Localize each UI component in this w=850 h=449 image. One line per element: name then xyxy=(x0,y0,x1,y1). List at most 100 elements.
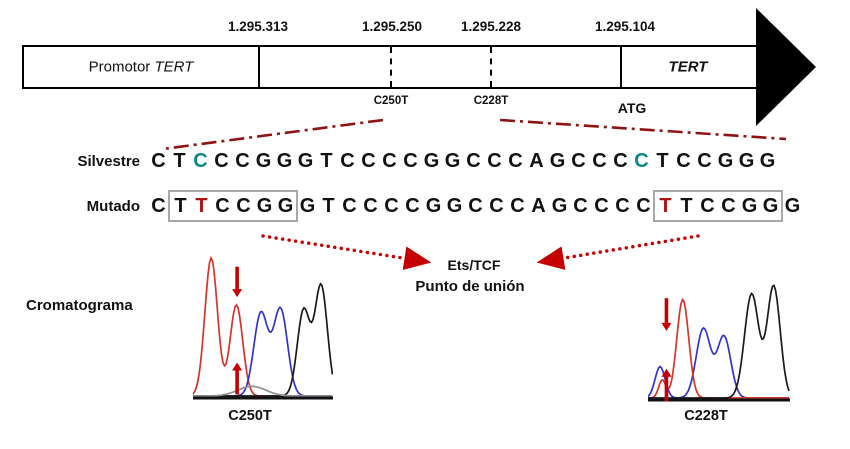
nucleotide: G xyxy=(551,195,568,217)
nucleotide-group: G xyxy=(297,193,318,219)
nucleotide: C xyxy=(508,150,523,172)
nucleotide: C xyxy=(615,195,630,217)
nucleotide: G xyxy=(762,195,779,217)
chromatogram-label-c228t: C228T xyxy=(684,408,728,424)
nucleotide: C xyxy=(613,150,628,172)
nucleotide: C xyxy=(487,150,502,172)
nucleotide-group: C xyxy=(360,193,381,219)
nucleotide: C xyxy=(235,150,250,172)
nucleotide: C xyxy=(721,195,736,217)
nucleotide: C xyxy=(342,195,357,217)
nucleotide: C xyxy=(594,195,609,217)
chromatogram-c228t xyxy=(648,284,790,402)
gene-map-bar: Promotor TERT TERT xyxy=(22,45,758,89)
mutation-arrow-head xyxy=(661,322,672,331)
nucleotide-group: G xyxy=(442,148,463,174)
nucleotide: T xyxy=(173,150,186,172)
nucleotide: C xyxy=(466,150,481,172)
nucleotide: C xyxy=(468,195,483,217)
trace-G xyxy=(648,284,790,399)
dotted-arrow-right-to-ets xyxy=(536,234,700,270)
nucleotide-group: G xyxy=(715,148,736,174)
nucleotide-group: C xyxy=(381,193,402,219)
tert-gene-label: TERT xyxy=(668,58,708,76)
nucleotide: C xyxy=(571,150,586,172)
nucleotide-group: C xyxy=(610,148,631,174)
nucleotide: G xyxy=(276,150,293,172)
nucleotide: G xyxy=(299,195,316,217)
nucleotide-group: G xyxy=(295,148,316,174)
nucleotide-group: G xyxy=(421,148,442,174)
nucleotide: C xyxy=(592,150,607,172)
nucleotide: C xyxy=(236,195,251,217)
trace-T xyxy=(193,255,333,397)
nucleotide: C xyxy=(403,150,418,172)
nucleotide-group: C xyxy=(232,148,253,174)
nucleotide-group: C xyxy=(211,148,232,174)
nucleotide-group: C xyxy=(631,148,652,174)
trace-G xyxy=(193,282,333,397)
nucleotide-group: C xyxy=(339,193,360,219)
nucleotide-group: C xyxy=(190,148,211,174)
nucleotide: G xyxy=(784,195,801,217)
nucleotide: G xyxy=(741,195,758,217)
nucleotide: G xyxy=(444,150,461,172)
c228t-site-label: C228T xyxy=(473,95,509,107)
chromatogram-label-c250t: C250T xyxy=(228,408,272,424)
nucleotide-group: C xyxy=(379,148,400,174)
nucleotide: C xyxy=(510,195,525,217)
nucleotide-group: G xyxy=(253,148,274,174)
nucleotide-group: T xyxy=(318,193,339,219)
nucleotide: C xyxy=(489,195,504,217)
nucleotide-group: C xyxy=(486,193,507,219)
nucleotide-group: C xyxy=(633,193,654,219)
nucleotide: T xyxy=(320,150,333,172)
nucleotide-group: T xyxy=(652,148,673,174)
nucleotide-group: G xyxy=(757,148,778,174)
dashdot-connector-right xyxy=(499,118,787,141)
dotted-arrow-left-to-ets xyxy=(261,234,432,271)
chromatogram-c250t xyxy=(193,255,333,400)
nucleotide: G xyxy=(549,150,566,172)
nucleotide-group: C xyxy=(402,193,423,219)
nucleotide: C xyxy=(634,150,649,172)
ets-tcf-label: Ets/TCF xyxy=(447,257,501,273)
nucleotide-group: T xyxy=(169,148,190,174)
nucleotide: C xyxy=(193,150,208,172)
nucleotide-group: G xyxy=(423,193,444,219)
nucleotide: G xyxy=(277,195,294,217)
nucleotide: C xyxy=(700,195,715,217)
nucleotide: C xyxy=(676,150,691,172)
atg-label: ATG xyxy=(617,100,647,116)
dashdot-connector-left xyxy=(162,118,384,151)
mutant-label: Mutado xyxy=(86,197,140,215)
nucleotide: G xyxy=(297,150,314,172)
promoter-gene-name: TERT xyxy=(154,58,194,76)
nucleotide-group: C xyxy=(358,148,379,174)
nucleotide-group: C xyxy=(570,193,591,219)
nucleotide-group: C xyxy=(589,148,610,174)
nucleotide: G xyxy=(446,195,463,217)
nucleotide-group: C xyxy=(505,148,526,174)
nucleotide: C xyxy=(361,150,376,172)
nucleotide: C xyxy=(382,150,397,172)
nucleotide: T xyxy=(659,195,672,217)
nucleotide: T xyxy=(322,195,335,217)
c228t-dashed-line xyxy=(490,47,492,87)
c250t-site-label: C250T xyxy=(373,95,409,107)
chromatogram-section-label: Cromatograma xyxy=(26,297,133,314)
mutation-arrow-head xyxy=(232,362,243,371)
trace-A xyxy=(193,385,333,397)
coordinate-label-3: 1.295.228 xyxy=(460,19,522,34)
nucleotide-group: C xyxy=(337,148,358,174)
nucleotide: G xyxy=(425,195,442,217)
nucleotide: G xyxy=(759,150,776,172)
mutation-arrow-head xyxy=(232,289,243,298)
nucleotide-group: C xyxy=(507,193,528,219)
promoter-label: Promotor TERT xyxy=(24,59,258,76)
